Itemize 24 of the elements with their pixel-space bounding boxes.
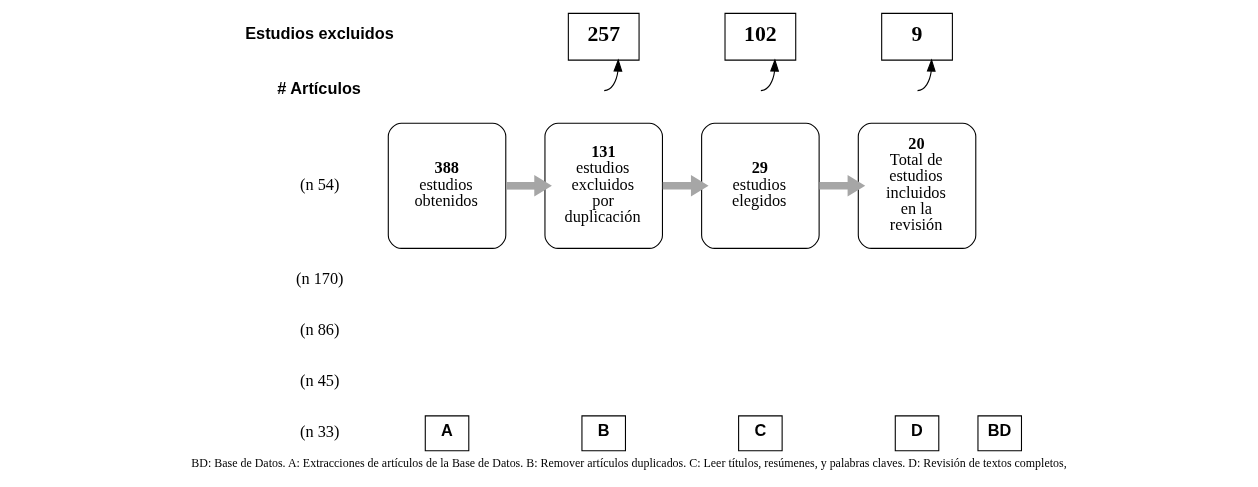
arrow <box>917 58 936 91</box>
label: (n 33) <box>300 421 340 441</box>
node-box: 9 <box>881 12 953 61</box>
arrow <box>760 58 780 91</box>
node-box: 20 Total de estudios incluidos en la revisión <box>857 122 977 249</box>
node-box: 102 <box>724 12 797 61</box>
node-box: 388 estudios obtenidos <box>387 122 507 249</box>
label: (n 54) <box>300 174 340 194</box>
node-box: 29 estudios elegidos <box>701 122 820 249</box>
arrow <box>506 174 552 197</box>
node-box: C <box>738 414 783 451</box>
label: (n 45) <box>300 370 340 390</box>
node-box: 131 estudios excluidos por duplicación <box>544 122 663 249</box>
node-box: 257 <box>567 12 640 61</box>
label: (n 86) <box>300 319 340 339</box>
node-box: D <box>894 414 940 451</box>
node-box: B <box>581 414 626 451</box>
label: Estudios excluidos <box>245 23 394 42</box>
node-box: A <box>424 414 470 451</box>
label: # Artículos <box>277 78 361 97</box>
label: (n 170) <box>295 268 344 288</box>
arrow <box>603 58 623 91</box>
caption: BD: Base de Datos. A: Extracciones de artículos de la Base de Datos. B: Remover artículos duplicados. C: Leer títulos, resúmenes, y palabras claves. D: Revisión de textos completos, <box>191 455 1067 470</box>
node-box: BD <box>977 414 1023 451</box>
